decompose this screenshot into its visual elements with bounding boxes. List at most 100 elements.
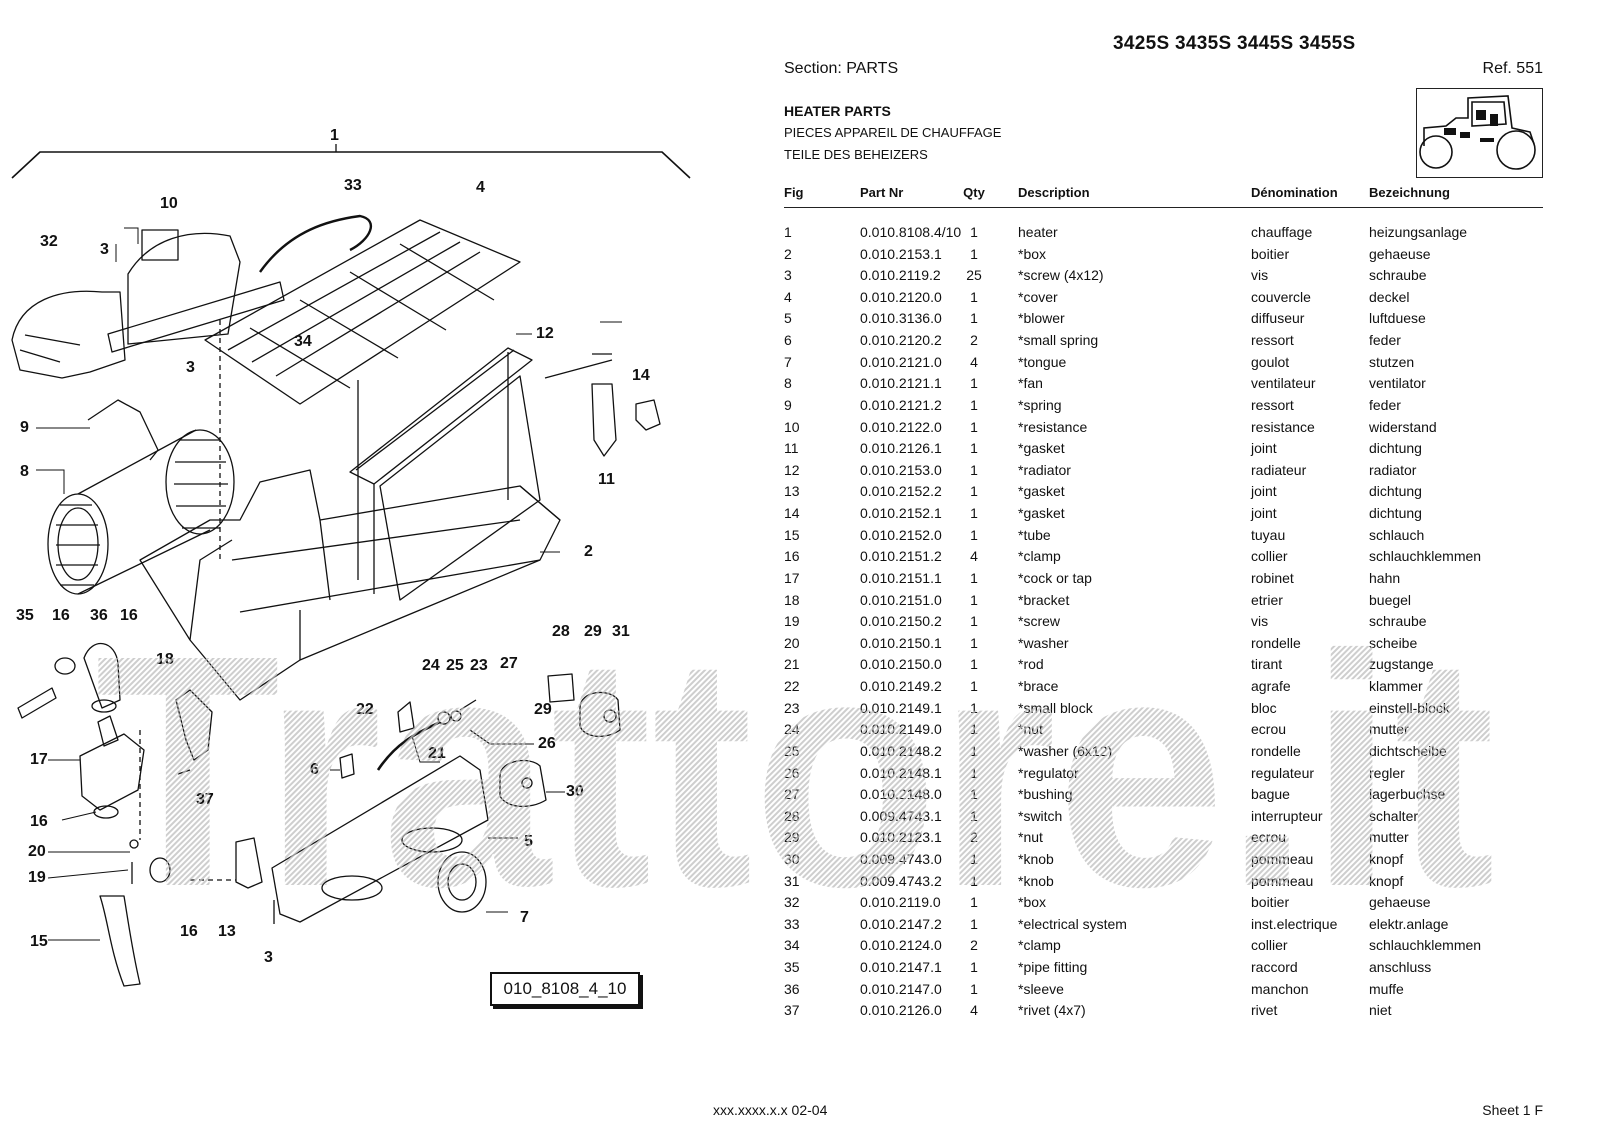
cell-description: *cock or tap — [1018, 569, 1092, 586]
col-header-qty: Qty — [963, 185, 985, 200]
cell-description: *radiator — [1018, 461, 1071, 478]
svg-text:19: 19 — [28, 869, 46, 886]
cell-fig: 21 — [784, 656, 800, 673]
cell-bezeichnung: dichtung — [1369, 440, 1422, 457]
cell-fig: 29 — [784, 829, 800, 846]
cell-fig: 25 — [784, 742, 800, 759]
footer-code: xxx.xxxx.x.x 02-04 — [713, 1102, 828, 1118]
cell-description: *gasket — [1018, 440, 1065, 457]
cell-qty: 4 — [970, 1002, 978, 1019]
svg-text:26: 26 — [538, 735, 556, 752]
cell-qty: 1 — [970, 569, 978, 586]
cell-part-nr: 0.010.2121.0 — [860, 353, 942, 370]
cell-description: *washer (6x12) — [1018, 742, 1113, 759]
cell-denomination: joint — [1251, 440, 1277, 457]
cell-qty: 1 — [970, 872, 978, 889]
cell-fig: 8 — [784, 375, 792, 392]
cell-bezeichnung: muffe — [1369, 980, 1404, 997]
cell-fig: 17 — [784, 569, 800, 586]
cell-description: *clamp — [1018, 548, 1061, 565]
cell-fig: 26 — [784, 764, 800, 781]
svg-text:17: 17 — [30, 751, 48, 768]
cell-description: *regulator — [1018, 764, 1079, 781]
cell-bezeichnung: schlauch — [1369, 526, 1425, 543]
cell-part-nr: 0.010.2151.0 — [860, 591, 942, 608]
cell-bezeichnung: schraube — [1369, 613, 1427, 630]
cell-qty: 1 — [970, 224, 978, 240]
cell-part-nr: 0.010.2149.2 — [860, 678, 942, 695]
cell-description: *switch — [1018, 807, 1063, 824]
cell-part-nr: 0.010.2153.1 — [860, 245, 942, 262]
cell-part-nr: 0.010.2152.1 — [860, 505, 942, 522]
svg-text:30: 30 — [566, 783, 584, 800]
cell-qty: 1 — [970, 742, 978, 759]
cell-qty: 1 — [970, 288, 978, 305]
cell-part-nr: 0.010.2148.0 — [860, 786, 942, 803]
svg-text:16: 16 — [120, 607, 138, 624]
cell-description: *bracket — [1018, 591, 1070, 608]
cell-bezeichnung: dichtscheibe — [1369, 742, 1447, 759]
cell-bezeichnung: stutzen — [1369, 353, 1415, 370]
cell-description: *fan — [1018, 375, 1043, 392]
svg-text:20: 20 — [28, 843, 46, 860]
svg-text:12: 12 — [536, 325, 554, 342]
cell-part-nr: 0.010.3136.0 — [860, 310, 942, 327]
cell-fig: 14 — [784, 505, 800, 522]
cell-bezeichnung: ventilator — [1369, 375, 1426, 392]
svg-text:23: 23 — [470, 657, 488, 674]
cell-denomination: vis — [1251, 267, 1269, 284]
cell-bezeichnung: buegel — [1369, 591, 1412, 608]
svg-text:35: 35 — [16, 607, 34, 624]
cell-description: *washer — [1018, 634, 1069, 651]
cell-qty: 1 — [970, 915, 978, 932]
col-header-denomination: Dénomination — [1251, 185, 1338, 200]
cell-fig: 15 — [784, 526, 800, 543]
cell-qty: 1 — [970, 418, 978, 435]
cell-denomination: tirant — [1251, 656, 1283, 673]
cell-qty: 25 — [966, 267, 982, 284]
cell-description: *blower — [1018, 310, 1065, 327]
cell-part-nr: 0.010.2150.0 — [860, 656, 942, 673]
svg-text:28: 28 — [552, 623, 570, 640]
cell-denomination: interrupteur — [1251, 807, 1323, 824]
title-french: PIECES APPAREIL DE CHAUFFAGE — [784, 125, 1002, 140]
section-label: Section: PARTS — [784, 60, 899, 77]
cell-bezeichnung: widerstand — [1369, 418, 1437, 435]
cell-denomination: ventilateur — [1251, 375, 1316, 392]
cell-qty: 2 — [970, 829, 978, 846]
cell-qty: 1 — [970, 764, 978, 781]
cell-denomination: tuyau — [1251, 526, 1286, 543]
cell-denomination: collier — [1251, 937, 1288, 954]
cell-bezeichnung: gehaeuse — [1369, 245, 1431, 262]
svg-text:29: 29 — [534, 701, 552, 718]
cell-part-nr: 0.010.2149.0 — [860, 721, 942, 738]
cell-fig: 28 — [784, 807, 800, 824]
cell-denomination: diffuseur — [1251, 310, 1305, 327]
cell-qty: 2 — [970, 332, 978, 349]
svg-text:6: 6 — [310, 761, 319, 778]
svg-text:8: 8 — [20, 463, 29, 480]
cell-fig: 37 — [784, 1002, 800, 1019]
svg-text:31: 31 — [612, 623, 630, 640]
cell-part-nr: 0.010.2147.0 — [860, 980, 942, 997]
cell-description: *pipe fitting — [1018, 959, 1088, 976]
cell-fig: 3 — [784, 267, 792, 284]
cell-description: *rod — [1018, 656, 1044, 673]
cell-denomination: agrafe — [1251, 678, 1291, 695]
cell-denomination: vis — [1251, 613, 1269, 630]
cell-denomination: bloc — [1251, 699, 1277, 716]
